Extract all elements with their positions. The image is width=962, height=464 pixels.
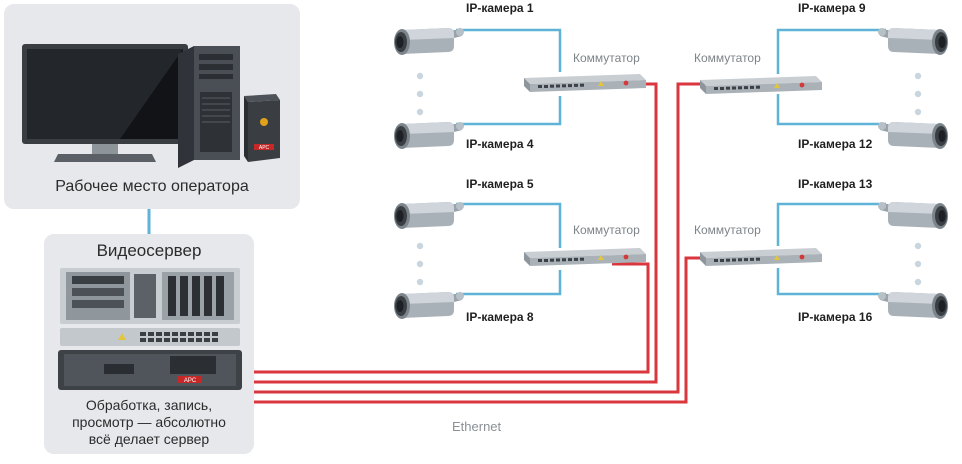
camera-5-label: IP-камера 5 bbox=[466, 177, 534, 191]
switch-4-icon bbox=[700, 248, 822, 266]
camera-8-icon bbox=[394, 292, 464, 319]
camera-12-icon bbox=[878, 122, 948, 149]
camera-16-icon bbox=[878, 292, 948, 319]
server-caption-3: всё делает сервер bbox=[88, 431, 210, 447]
camera-13-icon bbox=[878, 202, 948, 229]
pc-tower-icon bbox=[178, 46, 240, 168]
camera-1-icon bbox=[394, 28, 464, 55]
server-caption-2: просмотр — абсолютно bbox=[72, 414, 226, 430]
camera-13-label: IP-камера 13 bbox=[798, 177, 873, 191]
switch-1-icon bbox=[524, 74, 646, 92]
operator-label: Рабочее место оператора bbox=[55, 178, 249, 195]
switch-3-label: Коммутатор bbox=[694, 51, 761, 65]
svg-text:APC: APC bbox=[259, 145, 270, 151]
svg-text:APC: APC bbox=[184, 378, 197, 384]
camera-4-icon bbox=[394, 122, 464, 149]
ups-icon: APC bbox=[244, 94, 280, 162]
switch-2-label: Коммутатор bbox=[573, 223, 640, 237]
camera-9-label: IP-камера 9 bbox=[798, 1, 866, 15]
switch-1-label: Коммутатор bbox=[573, 51, 640, 65]
camera-4-label: IP-камера 4 bbox=[466, 137, 534, 151]
server-rack-icon: APC bbox=[58, 268, 242, 390]
switch-3-icon bbox=[700, 76, 822, 94]
camera-9-icon bbox=[878, 28, 948, 55]
camera-1-label: IP-камера 1 bbox=[466, 1, 534, 15]
camera-8-label: IP-камера 8 bbox=[466, 310, 534, 324]
server-caption-1: Обработка, запись, bbox=[85, 397, 213, 413]
camera-16-label: IP-камера 16 bbox=[798, 310, 873, 324]
monitor-icon bbox=[22, 44, 188, 162]
switch-4-label: Коммутатор bbox=[694, 223, 761, 237]
ethernet-label: Ethernet bbox=[452, 419, 502, 434]
server-title: Видеосервер bbox=[96, 241, 202, 260]
camera-5-icon bbox=[394, 202, 464, 229]
camera-12-label: IP-камера 12 bbox=[798, 137, 873, 151]
